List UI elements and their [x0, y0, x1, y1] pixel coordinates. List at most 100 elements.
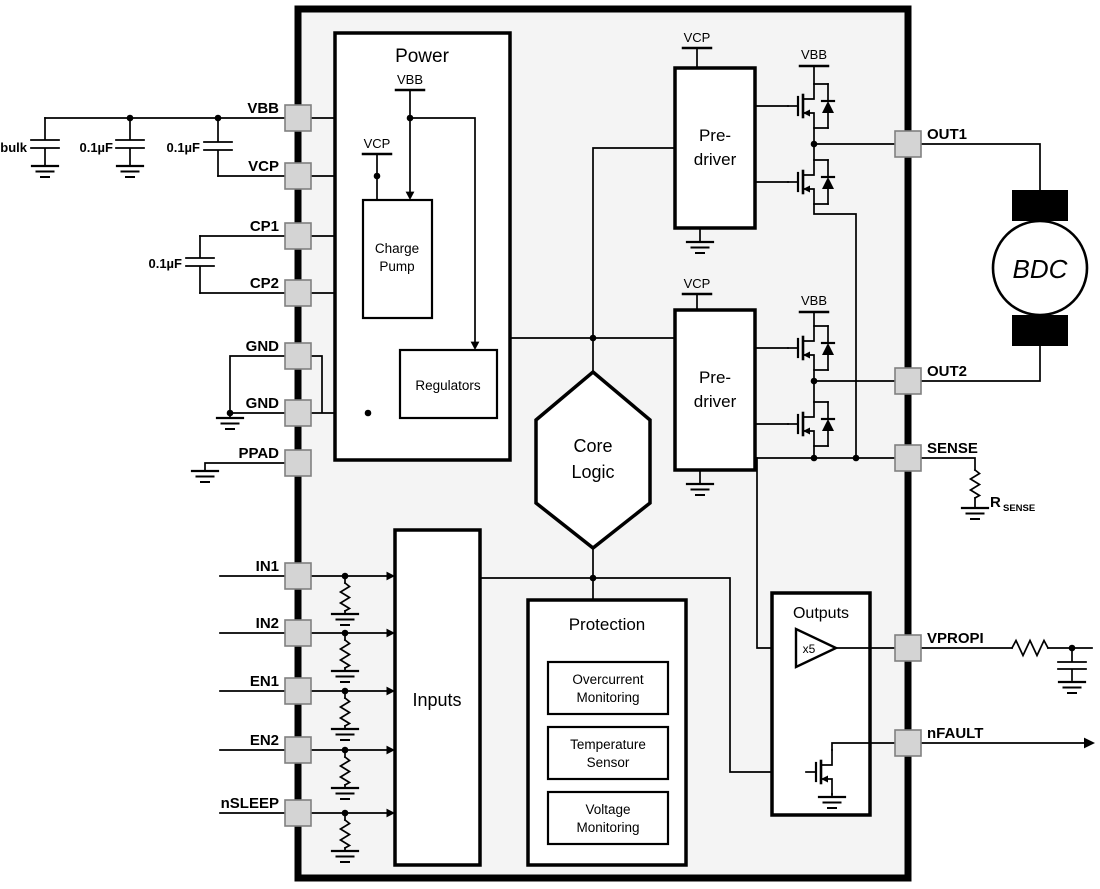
power-internal-wires: [376, 89, 476, 343]
pin-vpropi: [894, 634, 922, 662]
regulators-block: [398, 348, 499, 420]
amp-gain-label: x5: [803, 642, 816, 656]
overcurrent-label-2: Monitoring: [576, 690, 639, 705]
pin-label-out1: OUT1: [927, 126, 967, 143]
pin-in1: [284, 562, 312, 590]
pin-cp1: [284, 222, 312, 250]
outputs-block: [770, 591, 872, 817]
input-arrows: [386, 571, 395, 818]
bdc-motor: BDC: [991, 190, 1089, 346]
predriver1-block: [673, 66, 757, 230]
bulk-cap-label: bulk: [0, 140, 27, 155]
predriver-taps-grounds: [696, 47, 701, 485]
pins-right: [894, 130, 922, 757]
vbb-net-label: VBB: [801, 47, 827, 62]
ground-symbol: [115, 164, 145, 179]
pin-label-nsleep: nSLEEP: [221, 795, 279, 812]
pin-label-gnd1: GND: [246, 338, 280, 355]
vbb-net-label: VBB: [397, 72, 423, 87]
voltage-label-1: Voltage: [585, 802, 630, 817]
motor-terminal-bottom: [1012, 315, 1068, 346]
vpropi-filter-resistor: [1010, 638, 1050, 658]
pin-en2: [284, 736, 312, 764]
inputs-block-label: Inputs: [412, 690, 461, 710]
pin-label-vcp: VCP: [248, 158, 279, 175]
overcurrent-label-1: Overcurrent: [572, 672, 644, 687]
pin-label-en2: EN2: [250, 732, 279, 749]
pin-label-en1: EN1: [250, 673, 279, 690]
pin-vcp: [284, 162, 312, 190]
nfault-arrowhead: [1084, 737, 1095, 749]
input-wires: [309, 575, 388, 852]
predriver1-label-1: Pre-: [699, 126, 731, 145]
pin-gnd1: [284, 342, 312, 370]
vcp-net-label: VCP: [684, 276, 711, 291]
cap-value-label: 0.1µF: [166, 140, 200, 155]
predriver2-label-1: Pre-: [699, 368, 731, 387]
pin-ppad: [284, 449, 312, 477]
pin-en1: [284, 677, 312, 705]
external-left-wires: [44, 117, 286, 814]
power-block-label: Power: [395, 46, 450, 67]
ground-symbol: [215, 416, 245, 431]
ground-symbol: [960, 506, 990, 521]
voltage-label-2: Monitoring: [576, 820, 639, 835]
inputs-block: [393, 528, 482, 867]
pin-label-gnd2: GND: [246, 395, 280, 412]
predriver1-label-2: driver: [694, 150, 737, 169]
ground-symbol: [30, 164, 60, 179]
predriver2-label-2: driver: [694, 392, 737, 411]
ground-symbol: [190, 469, 220, 484]
pin-in2: [284, 619, 312, 647]
voltage-box: [546, 790, 670, 846]
motor-terminal-top: [1012, 190, 1068, 221]
pin-nsleep: [284, 799, 312, 827]
core-logic-label-1: Core: [573, 436, 612, 456]
pin-label-in1: IN1: [256, 558, 279, 575]
cap-value-label: 0.1µF: [79, 140, 113, 155]
charge-pump-block: [361, 198, 434, 320]
pin-labels-right: OUT1 OUT2 SENSE VPROPI nFAULT: [927, 126, 984, 742]
charge-pump-label-2: Pump: [379, 259, 414, 274]
core-logic-label-2: Logic: [571, 462, 614, 482]
pin-labels-left: VBB VCP CP1 CP2 GND GND PPAD IN1 IN2 EN1…: [221, 100, 280, 812]
sense-resistor: [969, 469, 981, 499]
external-capacitors: [30, 117, 233, 294]
external-right-wires: [920, 143, 1093, 744]
pins-left: [284, 104, 312, 827]
pin-nfault: [894, 729, 922, 757]
arrow-into-charge-pump: [405, 191, 415, 200]
core-logic-block: [534, 369, 652, 551]
outputs-internal-wires: [831, 647, 896, 798]
pin-label-sense: SENSE: [927, 440, 978, 457]
bridge2-wires: [754, 311, 896, 459]
cap-value-label: 0.1µF: [148, 256, 182, 271]
vcp-net-label: VCP: [364, 136, 391, 151]
vpropi-amplifier: [794, 627, 839, 669]
rsense-label: R: [990, 494, 1001, 511]
pin-out1: [894, 130, 922, 158]
vcp-net-label: VCP: [684, 30, 711, 45]
junction-dots: [126, 114, 1076, 817]
pin-out2: [894, 367, 922, 395]
temperature-box: [546, 725, 670, 781]
rsense-sub-label: SENSE: [1003, 503, 1035, 514]
ground-symbol: [1057, 680, 1087, 695]
pin-label-vpropi: VPROPI: [927, 630, 984, 647]
protection-block-label: Protection: [569, 615, 646, 634]
vbb-net-label: VBB: [801, 293, 827, 308]
pin-sense: [894, 444, 922, 472]
pin-label-in2: IN2: [256, 615, 279, 632]
pin-label-cp2: CP2: [250, 275, 279, 292]
pin-label-out2: OUT2: [927, 363, 967, 380]
regulators-label: Regulators: [415, 378, 481, 393]
outputs-block-label: Outputs: [793, 605, 849, 622]
motor-body: [991, 219, 1089, 317]
temperature-label-1: Temperature: [570, 737, 646, 752]
pin-gnd2: [284, 399, 312, 427]
arrow-into-regulators: [470, 341, 480, 350]
pin-label-cp1: CP1: [250, 218, 279, 235]
pin-vbb: [284, 104, 312, 132]
charge-pump-label-1: Charge: [375, 241, 419, 256]
